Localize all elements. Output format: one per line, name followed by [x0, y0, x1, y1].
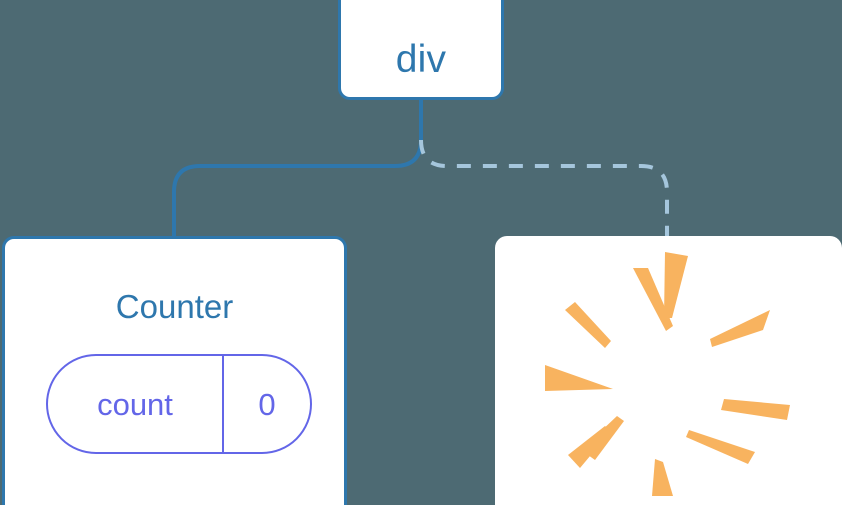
ray-ne [710, 310, 770, 347]
state-pill-count[interactable]: count 0 [46, 354, 312, 454]
state-pill-key: count [97, 386, 173, 422]
state-pill-value: 0 [258, 386, 276, 422]
ray-ese [686, 430, 755, 464]
sparkle-burst-icon [545, 252, 790, 496]
ray-nw [565, 302, 611, 348]
ray-s [652, 459, 673, 496]
node-burst[interactable] [495, 236, 842, 505]
node-counter[interactable]: Counter count 0 [2, 236, 347, 505]
ray-ene [721, 399, 790, 420]
ray-wsw [568, 426, 611, 468]
ray-n [664, 252, 688, 318]
node-div-label: div [395, 38, 447, 81]
connector-div-to-counter [172, 100, 423, 238]
connector-div-to-burst [419, 139, 669, 238]
ray-nne [633, 268, 673, 331]
state-pill-divider [222, 356, 224, 452]
node-div[interactable]: div [338, 0, 504, 100]
node-counter-title: Counter [115, 288, 234, 325]
ray-w [545, 365, 613, 391]
